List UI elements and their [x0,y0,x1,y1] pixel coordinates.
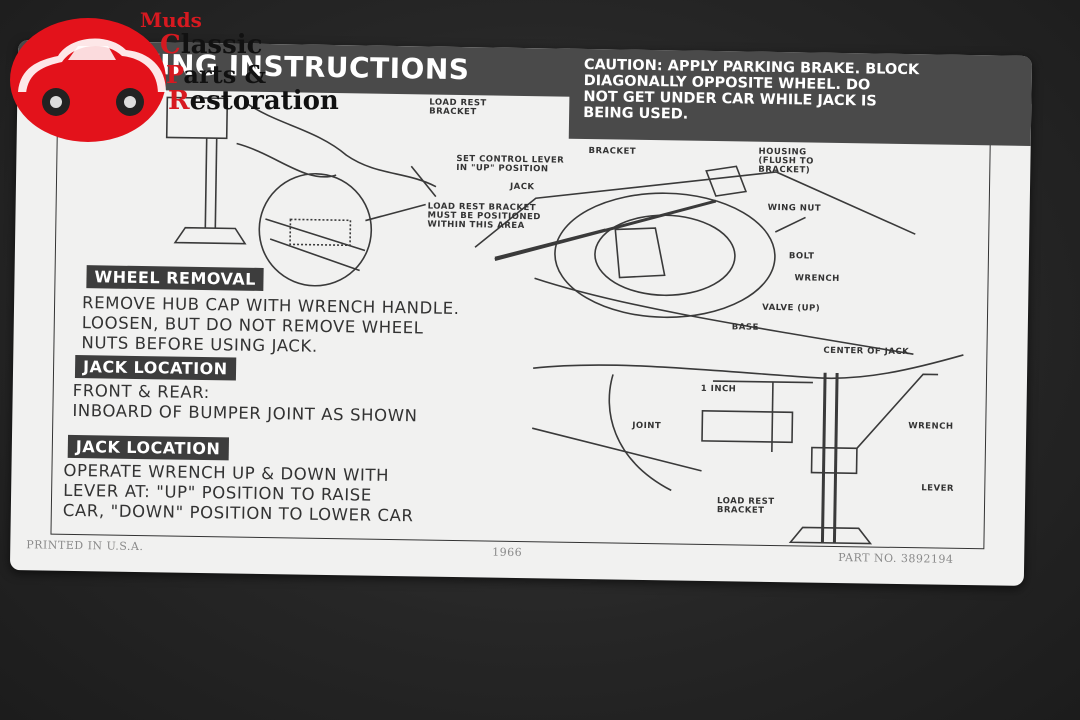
muds-logo: Muds Classic Parts & Restoration [8,8,408,153]
callout-housing: HOUSING (FLUSH TO BRACKET) [758,146,814,176]
logo-text-parts: Parts & [166,60,266,89]
section-text-jack-location-1: FRONT & REAR: INBOARD OF BUMPER JOINT AS… [72,380,418,426]
callout-bolt: BOLT [788,251,815,262]
logo-cap-c: C [160,30,181,60]
logo-cap-p: P [166,60,184,89]
logo-rest-classic: lassic [180,30,263,60]
section-text-jack-location-2: OPERATE WRENCH UP & DOWN WITH LEVER AT: … [62,460,414,526]
logo-text-classic: Classic [160,30,262,60]
logo-rest-restoration: estoration [189,86,339,116]
callout-center-of-jack: CENTER OF JACK [823,345,910,358]
callout-load-rest-bracket-low: LOAD REST BRACKET [716,496,775,516]
callout-base: BASE [731,322,759,333]
footer-year: 1966 [492,545,523,560]
logo-text-muds: Muds [140,8,202,32]
section-label-jack-location-2: JACK LOCATION [67,434,229,461]
section-label-wheel-removal: WHEEL REMOVAL [86,265,265,291]
logo-cap-r: R [168,86,190,116]
callout-wing-nut: WING NUT [767,202,822,214]
jack-diagram [165,96,964,545]
callout-wrench-mid: WRENCH [794,273,840,285]
callout-wrench-low: WRENCH [908,421,954,432]
callout-set-control-lever: SET CONTROL LEVER IN "UP" POSITION [456,153,565,175]
jacking-instructions-decal: KING INSTRUCTIONS CAUTION: APPLY PARKING… [9,40,1033,586]
logo-rest-parts: arts & [183,60,267,89]
callout-jack: JACK [509,181,535,193]
logo-text-restoration: Restoration [168,86,339,116]
footer-part-no: PART NO. 3892194 [838,551,954,566]
car-logo-icon [10,18,166,142]
footer-printed: PRINTED IN U.S.A. [26,538,144,554]
callout-load-rest-bracket-area: LOAD REST BRACKET MUST BE POSITIONED WIT… [427,201,541,232]
callout-load-rest-bracket-top: LOAD REST BRACKET [429,97,487,118]
callout-joint: JOINT [632,420,662,432]
section-text-wheel-removal: REMOVE HUB CAP WITH WRENCH HANDLE. LOOSE… [81,293,460,356]
callout-lever: LEVER [921,483,955,494]
callout-valve-up: VALVE (UP) [762,302,821,314]
callout-one-inch: 1 INCH [700,383,737,395]
section-label-jack-location-1: JACK LOCATION [74,355,236,381]
callout-bracket: BRACKET [588,146,637,157]
